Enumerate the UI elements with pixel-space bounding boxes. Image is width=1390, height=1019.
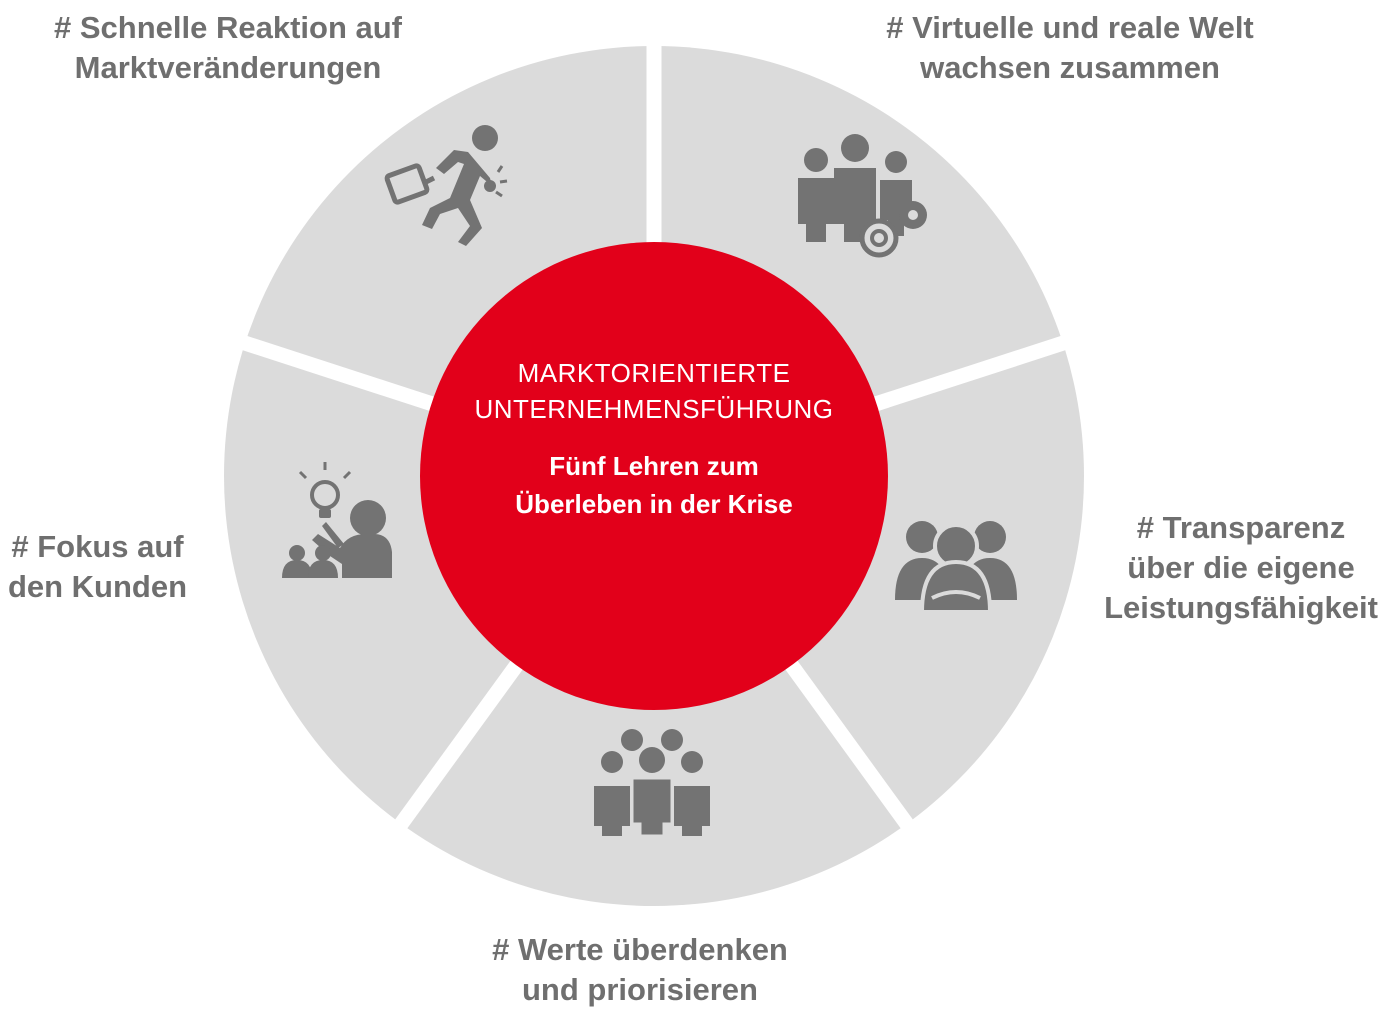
running-person-icon [384,125,508,246]
center-circle [420,242,888,710]
center-text: MARKTORIENTIERTE UNTERNEHMENSFÜHRUNG Fün… [420,315,888,635]
label-virtuelle-reale-welt: # Virtuelle und reale Welt wachsen zusam… [860,8,1280,88]
group-of-people-icon [594,729,710,838]
label-line: # Schnelle Reaktion auf [54,10,402,45]
label-line: den Kunden [7,569,188,604]
label-fokus-kunden: # Fokus auf den Kunden [0,527,195,607]
label-schnelle-reaktion: # Schnelle Reaktion auf Marktveränderung… [28,8,428,88]
center-subtitle-line-1: Fünf Lehren zum [549,451,759,481]
label-transparenz: # Transparenz über die eigene Leistungsf… [1096,508,1386,628]
label-line: Leistungsfähigkeit [1104,590,1378,625]
label-line: # Transparenz [1136,510,1346,545]
label-werte: # Werte überdenken und priorisieren [460,930,820,1010]
center-title-line-1: MARKTORIENTIERTE [517,358,791,388]
label-line: und priorisieren [522,972,758,1007]
label-line: über die eigene [1127,550,1355,585]
team-crossed-arms-icon [895,521,1017,614]
team-gears-icon [798,134,927,258]
label-line: # Virtuelle und reale Welt [886,10,1254,45]
presenter-idea-icon [282,462,392,578]
label-line: wachsen zusammen [920,50,1220,85]
label-line: Marktveränderungen [74,50,382,85]
center-subtitle-line-2: Überleben in der Krise [515,489,793,519]
center-title-line-2: UNTERNEHMENSFÜHRUNG [474,394,834,424]
label-line: # Werte überdenken [492,932,788,967]
label-line: # Fokus auf [11,529,184,564]
